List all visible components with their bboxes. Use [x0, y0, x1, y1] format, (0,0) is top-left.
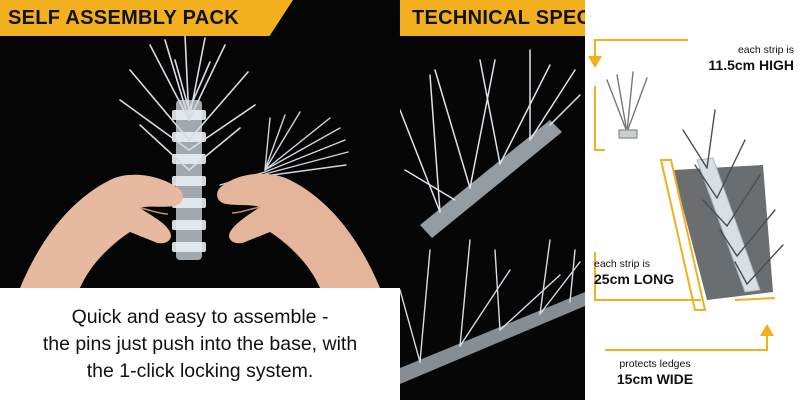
width-spec: protects ledges 15cm WIDE — [600, 358, 710, 388]
length-spec: each strip is 25cm LONG — [594, 258, 706, 288]
technical-specs-title: TECHNICAL SPECS — [412, 6, 606, 29]
height-spec-label: each strip is — [737, 44, 794, 56]
steel-pins — [119, 34, 256, 171]
length-spec-label: each strip is — [594, 258, 651, 270]
spec-photos — [400, 0, 585, 400]
left-hand — [20, 174, 183, 288]
caption-line-3: the 1-click locking system. — [86, 359, 314, 382]
height-arrow — [588, 39, 688, 151]
width-spec-label: protects ledges — [619, 358, 691, 370]
height-spec: each strip is 11.5cm HIGH — [690, 44, 794, 74]
upper-spike-strip — [400, 49, 581, 238]
self-assembly-title: SELF ASSEMBLY PACK — [8, 6, 239, 29]
assembly-photo — [0, 0, 400, 288]
spike-strip-photos — [400, 49, 585, 384]
width-spec-value: 15cm WIDE — [616, 371, 694, 387]
width-arrow — [605, 324, 774, 351]
diagram-spike-strip — [682, 109, 784, 293]
side-profile-strip — [606, 71, 648, 139]
spike-strip-base — [172, 100, 206, 260]
assembly-illustration — [20, 34, 380, 288]
caption-line-2: the pins just push into the base, with — [42, 332, 358, 355]
length-arrow — [594, 252, 701, 301]
spec-diagram — [588, 39, 784, 351]
self-assembly-panel: SELF ASSEMBLY PACK Quick and easy to ass… — [0, 0, 400, 400]
lower-spike-strip — [400, 239, 585, 384]
height-spec-value: 11.5cm HIGH — [708, 57, 794, 73]
loose-pin-bundle — [219, 111, 349, 186]
caption-line-1: Quick and easy to assemble - — [71, 305, 329, 328]
spec-diagram-panel — [585, 0, 800, 400]
self-assembly-banner: SELF ASSEMBLY PACK — [0, 0, 293, 36]
length-spec-value: 25cm LONG — [594, 271, 675, 287]
right-hand — [217, 173, 380, 288]
assembly-caption: Quick and easy to assemble - the pins ju… — [0, 288, 400, 400]
